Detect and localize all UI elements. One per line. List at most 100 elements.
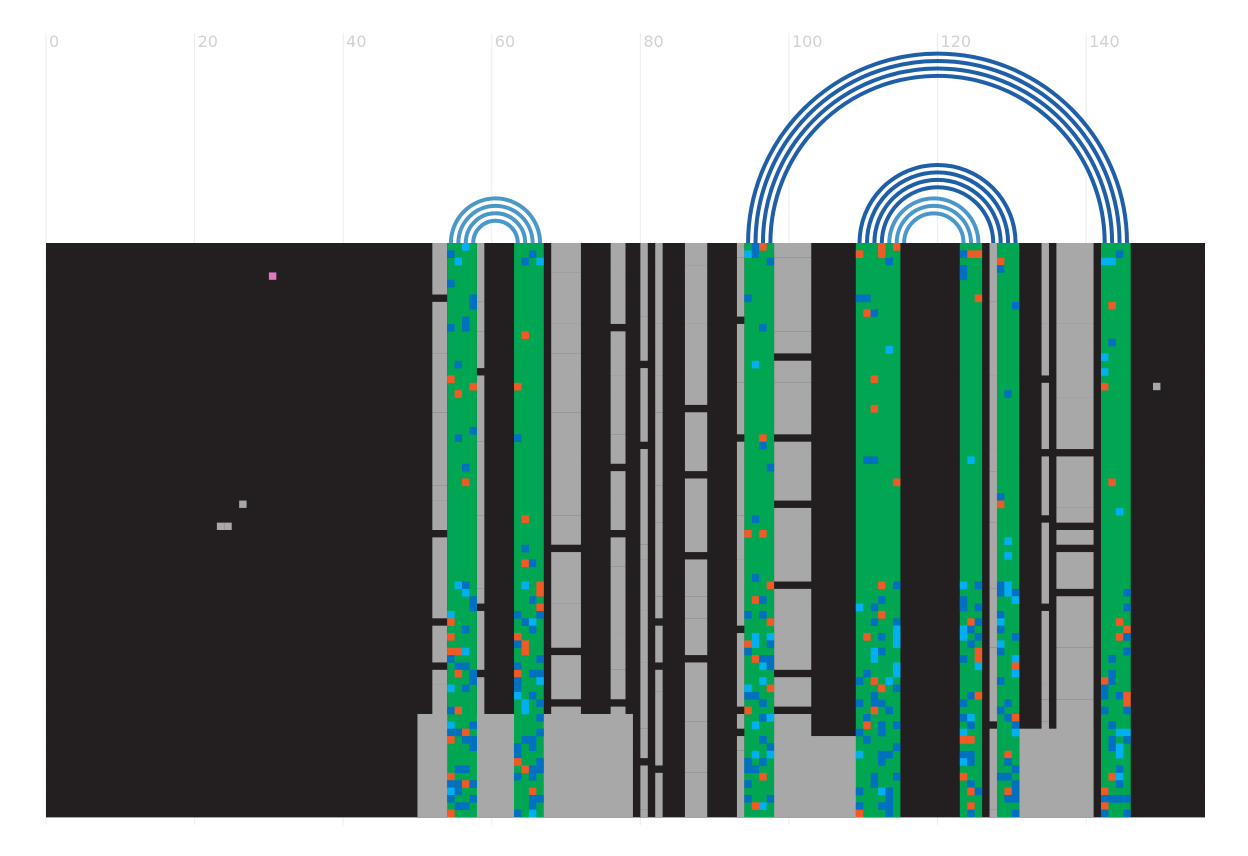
base-pair-arc (902, 211, 966, 244)
mismatch-cell (462, 662, 470, 671)
mismatch-cell (759, 772, 767, 781)
mismatch-cell (521, 331, 529, 339)
mismatch-cell (744, 530, 752, 538)
mismatch-cell (759, 323, 767, 332)
mismatch-cell (1100, 368, 1109, 376)
mismatch-cell (766, 750, 775, 759)
mismatch-cell (1115, 743, 1124, 752)
mismatch-cell (870, 780, 879, 788)
mismatch-cell (744, 780, 752, 788)
mismatch-cell (878, 633, 886, 641)
mismatch-cell (959, 596, 968, 604)
mismatch-cell (751, 721, 760, 729)
x-tick-label: 20 (198, 32, 218, 51)
mismatch-cell (996, 647, 1005, 656)
mismatch-cell (528, 596, 537, 604)
gap-band (610, 375, 626, 435)
mismatch-cell (744, 640, 752, 649)
gap-band (476, 375, 485, 442)
mismatch-cell (885, 346, 893, 354)
base-pair-arc (857, 162, 1018, 244)
mismatch-cell (744, 758, 752, 766)
mismatch-cell (959, 633, 968, 641)
mismatch-cell (469, 596, 477, 604)
mismatch-cell (521, 706, 529, 715)
mismatch-cell (885, 802, 893, 810)
mismatch-cell (967, 758, 975, 766)
mismatch-cell (766, 618, 775, 626)
mismatch-cell (462, 736, 470, 744)
gap-band (476, 243, 485, 302)
mismatch-cell (1011, 721, 1020, 729)
gap-band (640, 449, 648, 479)
mismatch-cell (759, 530, 767, 538)
mismatch-cell (514, 640, 522, 649)
mismatch-cell (536, 699, 544, 707)
gap-band (736, 257, 745, 317)
x-tick-label: 140 (1089, 32, 1120, 51)
mismatch-cell (469, 780, 477, 788)
mismatch-cell (1115, 728, 1124, 737)
gap-band (655, 772, 663, 817)
mismatch-cell (447, 647, 455, 656)
mismatch-cell (447, 375, 455, 384)
gap-band (551, 323, 581, 354)
mismatch-cell (454, 434, 463, 442)
mismatch-cell (1100, 382, 1109, 391)
gap-band (476, 677, 485, 744)
mismatch-cell (959, 250, 968, 259)
gap-band (736, 515, 745, 560)
gap-band (432, 485, 448, 501)
mismatch-cell (514, 434, 522, 442)
alignment-row (46, 463, 1205, 472)
mismatch-cell (454, 787, 463, 796)
gap-band (684, 559, 708, 597)
mismatch-cell (996, 265, 1005, 273)
mismatch-cell (870, 603, 879, 612)
gap-band (655, 596, 663, 619)
mismatch-cell (447, 323, 455, 332)
gap-band (736, 713, 745, 729)
mismatch-cell (1115, 794, 1124, 803)
gap-band (432, 412, 448, 486)
base-pair-arc (463, 211, 528, 244)
mismatch-cell (521, 699, 529, 707)
isolated-cell (268, 272, 277, 280)
mismatch-cell (959, 625, 968, 634)
mismatch-cell (447, 633, 455, 641)
gap-band (1056, 596, 1094, 648)
x-tick-label: 100 (792, 32, 823, 51)
mismatch-cell (1123, 633, 1131, 641)
mismatch-cell (996, 493, 1005, 501)
mismatch-cell (759, 736, 767, 744)
mismatch-cell (447, 772, 455, 781)
mismatch-cell (521, 640, 529, 649)
gap-band (551, 412, 581, 479)
mismatch-cell (892, 669, 901, 678)
mismatch-cell (885, 257, 893, 266)
mismatch-cell (528, 736, 537, 744)
mismatch-cell (514, 684, 522, 693)
mismatch-cell (1004, 750, 1012, 759)
mismatch-cell (855, 787, 864, 796)
mismatch-cell (967, 721, 975, 729)
mismatch-cell (454, 647, 463, 656)
mismatch-cell (870, 456, 879, 465)
mismatch-cell (536, 728, 544, 737)
mismatch-cell (967, 640, 975, 649)
mismatch-cell (1004, 772, 1012, 781)
mismatch-cell (959, 713, 968, 722)
mismatch-cell (885, 809, 893, 818)
gap-band (655, 669, 663, 692)
base-pair-arcs (448, 51, 1129, 244)
mismatch-cell (967, 456, 975, 465)
mismatch-cell (1011, 809, 1020, 818)
mismatch-cell (892, 633, 901, 641)
gap-band (476, 346, 485, 369)
mismatch-cell (514, 610, 522, 619)
mismatch-cell (974, 655, 983, 663)
mismatch-cell (863, 721, 871, 729)
mismatch-cell (967, 802, 975, 810)
mismatch-cell (528, 794, 537, 803)
